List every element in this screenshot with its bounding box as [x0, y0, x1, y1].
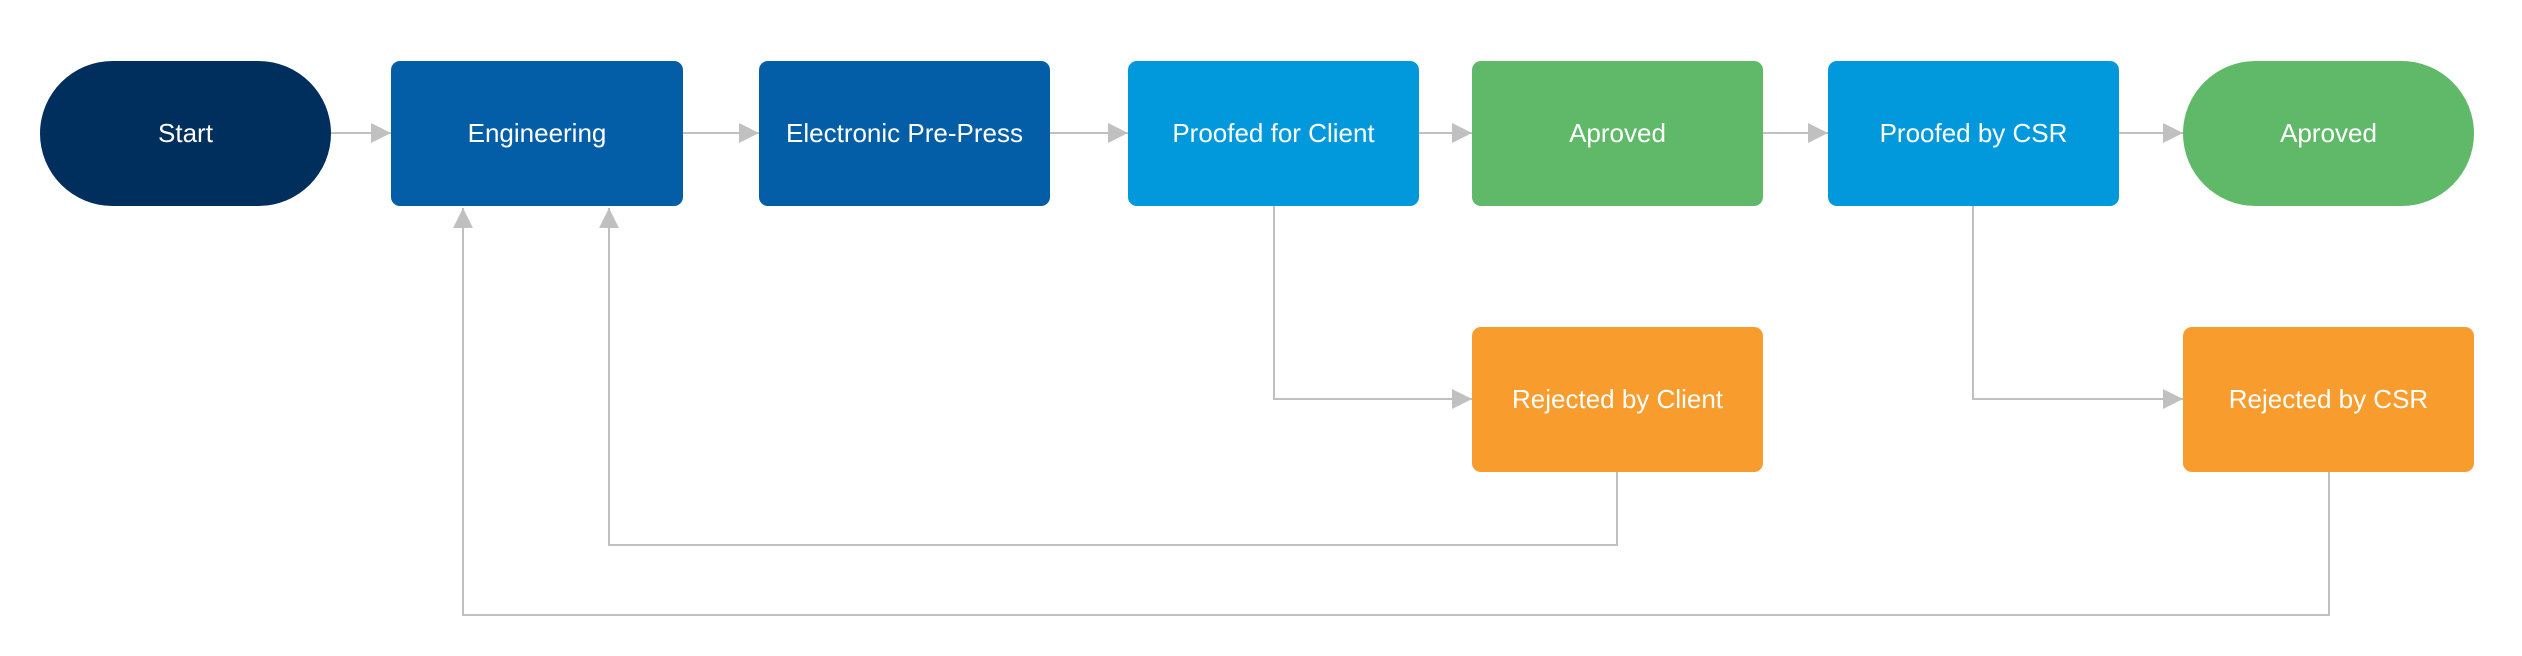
node-start[interactable]: Start [40, 61, 331, 206]
nodes: Start Engineering Electronic Pre-Press P… [40, 61, 2474, 472]
node-rejected-by-csr-label: Rejected by CSR [2229, 384, 2428, 414]
node-approved-final-shape [2183, 61, 2474, 206]
node-rejected-by-csr-shape [2183, 327, 2474, 472]
edge-proofed-csr-to-rejected-csr [1972, 206, 2183, 409]
node-rejected-by-client-shape [1472, 327, 1763, 472]
node-electronic-pre-press-label: Electronic Pre-Press [786, 118, 1023, 148]
node-start-label: Start [158, 118, 214, 148]
edge-rejected-client-to-engineering [599, 208, 1618, 546]
node-rejected-by-client-label: Rejected by Client [1512, 384, 1724, 414]
node-engineering-label: Engineering [468, 118, 607, 148]
edge-rejected-csr-to-engineering [453, 208, 2330, 616]
node-proofed-for-client-label: Proofed for Client [1172, 118, 1375, 148]
node-approved-first-label: Aproved [1569, 118, 1666, 148]
node-engineering-shape [391, 61, 683, 206]
node-approved-first[interactable]: Aproved [1472, 61, 1763, 206]
node-proofed-by-csr-label: Proofed by CSR [1880, 118, 2068, 148]
node-electronic-pre-press[interactable]: Electronic Pre-Press [759, 61, 1050, 206]
node-approved-final[interactable]: Aproved [2183, 61, 2474, 206]
node-approved-first-shape [1472, 61, 1763, 206]
node-proofed-for-client-shape [1128, 61, 1419, 206]
node-engineering[interactable]: Engineering [391, 61, 683, 206]
node-proofed-by-csr-shape [1828, 61, 2119, 206]
connectors [331, 123, 2330, 616]
node-start-shape [40, 61, 331, 206]
node-electronic-pre-press-shape [759, 61, 1050, 206]
node-rejected-by-client[interactable]: Rejected by Client [1472, 327, 1763, 472]
node-approved-final-label: Aproved [2280, 118, 2377, 148]
node-proofed-for-client[interactable]: Proofed for Client [1128, 61, 1419, 206]
node-rejected-by-csr[interactable]: Rejected by CSR [2183, 327, 2474, 472]
node-proofed-by-csr[interactable]: Proofed by CSR [1828, 61, 2119, 206]
edge-proofed-client-to-rejected-client [1273, 206, 1472, 409]
